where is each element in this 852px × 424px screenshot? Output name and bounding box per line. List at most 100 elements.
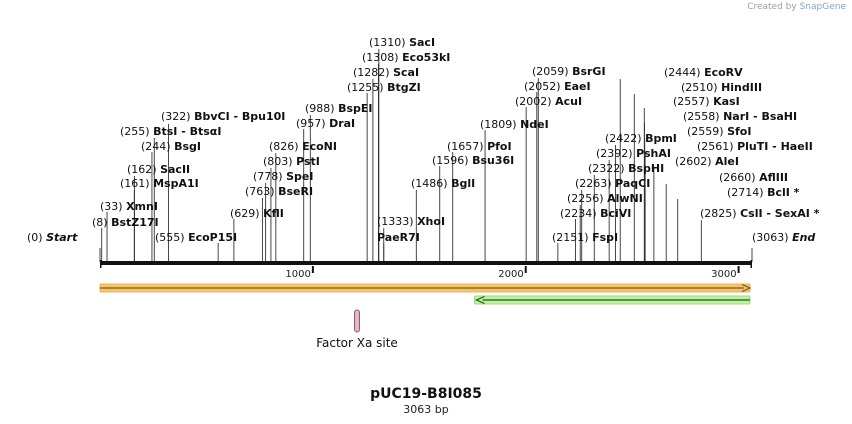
site-name: BglI [451,177,475,190]
site-label-ndei: (1809) NdeI [480,118,549,131]
site-name: FspI [592,231,618,244]
site-position: (1596) [432,154,472,167]
site-position: (322) [161,110,194,123]
site-name: BsgI [174,140,201,153]
site-label-bsphi: (2322) BspHI [588,162,664,175]
site-position: (2561) [697,140,737,153]
site-name: XmnI [126,200,158,213]
site-name: EcoP15I [188,231,237,244]
site-position: (2052) [524,80,564,93]
site-position: (2234) [560,207,600,220]
created-by-text: Created by [747,2,797,12]
site-name: DraI [329,117,355,130]
site-position: (988) [305,102,338,115]
site-name: EcoNI [302,140,337,153]
site-position: (2422) [605,132,645,145]
site-name: AflIII [759,171,788,184]
ruler-tick-2000 [524,266,527,273]
site-label-ecop15i: (555) EcoP15I [155,231,237,244]
site-label-btsi-bts-i: (255) BtsI - BtsαI [120,125,221,138]
site-label-bpmi: (2422) BpmI [605,132,677,145]
snapgene-brand: SnapGene [799,2,846,12]
site-name: PaeR7I [377,231,420,244]
site-position: (2510) [681,81,721,94]
site-name: BspEI [338,102,372,115]
site-name: BseRI [278,185,313,198]
site-position: (33) [100,200,126,213]
site-name: BpmI [645,132,677,145]
ruler-tick-1000 [311,266,314,273]
site-position: (1333) [377,215,417,228]
site-position: (2660) [719,171,759,184]
site-position: (629) [230,207,263,220]
site-name: MspA1I [153,177,199,190]
site-name: CslI - SexAI * [740,207,820,220]
site-name: EcoRV [704,66,743,79]
orange-feature-arrow [741,283,752,293]
site-label-kfli: (629) KflI [230,207,284,220]
site-label-xhoi: (1333) XhoI [377,215,445,228]
site-label-kasi: (2557) KasI [673,95,740,108]
site-position: (826) [269,140,302,153]
site-name: SacII [160,163,190,176]
site-label-paqci: (2263) PaqCI [575,177,650,190]
site-position: (2825) [700,207,740,220]
site-label-bcli: (2714) BclI * [727,186,800,199]
site-label-eco53ki: (1308) Eco53kI [362,51,450,64]
site-label-econi: (826) EcoNI [269,140,337,153]
factor-xa-marker [354,309,360,333]
site-label-drai: (957) DraI [296,117,355,130]
site-name: PstI [296,155,320,168]
snapgene-credit: Created by SnapGene [747,2,846,12]
site-position: (2602) [675,155,715,168]
site-position: (2059) [532,65,572,78]
site-position: (2002) [515,95,555,108]
green-feature-arrow [475,295,485,305]
site-name: BtgZI [387,81,421,94]
factor-xa-label: Factor Xa site [316,336,398,350]
site-label-bbvci-bpu10i: (322) BbvCI - Bpu10I [161,110,285,123]
site-label-btgzi: (1255) BtgZI [347,81,421,94]
site-name: Eco53kI [402,51,450,64]
site-position: (1809) [480,118,520,131]
site-name: HindIII [721,81,762,94]
backbone-line [100,261,752,265]
site-name: PluTI - HaeII [737,140,813,153]
site-name: NdeI [520,118,549,131]
ruler-label-3000: 3000 [711,269,736,280]
site-label-eaei: (2052) EaeI [524,80,591,93]
site-name: SacI [409,36,435,49]
site-name: NarI - BsaHI [723,110,797,123]
plasmid-name: pUC19-B8I085 [370,386,482,402]
site-label-spei: (778) SpeI [253,170,313,183]
site-position: (162) [127,163,160,176]
site-label-nari-bsahi: (2558) NarI - BsaHI [683,110,797,123]
site-name: Bsu36I [472,154,514,167]
site-label-fspi: (2151) FspI [552,231,618,244]
site-name: AleI [715,155,739,168]
site-name: ScaI [393,66,419,79]
site-position: (778) [253,170,286,183]
site-name: End [792,231,815,244]
site-label-alwni: (2256) AlwNI [567,192,643,205]
site-label-bseri: (763) BseRI [245,185,313,198]
site-position: (2256) [567,192,607,205]
site-position: (1255) [347,81,387,94]
site-label-start: (0) Start [27,231,78,244]
site-position: (8) [92,216,111,229]
site-position: (0) [27,231,46,244]
site-label-bcivi: (2234) BciVI [560,207,631,220]
site-name: SpeI [286,170,313,183]
plasmid-length: 3063 bp [403,403,448,416]
site-label-csli-sexai: (2825) CslI - SexAI * [700,207,820,220]
feature-track: Factor Xa site [99,283,752,350]
site-label-pluti-haeii: (2561) PluTI - HaeII [697,140,813,153]
site-label-psti: (803) PstI [263,155,320,168]
site-name: PshAI [636,147,671,160]
site-position: (161) [120,177,153,190]
site-position: (2263) [575,177,615,190]
site-name: PfoI [487,140,512,153]
site-position: (2151) [552,231,592,244]
site-position: (2557) [673,95,713,108]
